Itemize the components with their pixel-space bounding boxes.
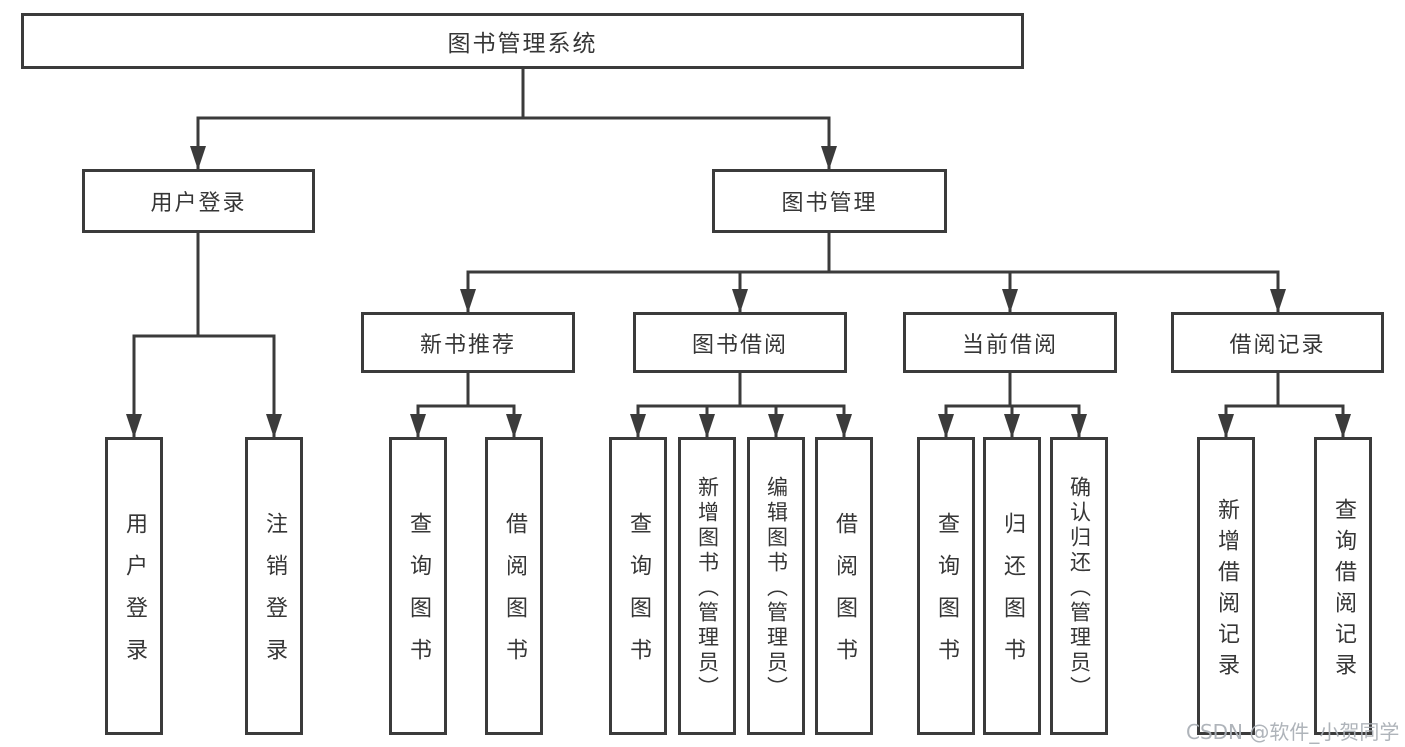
node-user-login: 用户登录 <box>82 169 315 233</box>
leaf-label: 查询图书 <box>934 512 959 680</box>
leaf-label: 借阅图书 <box>832 512 857 680</box>
leaf-recommend-borrow-books: 借阅图书 <box>485 437 543 735</box>
leaf-borrowing-add-books-admin: 新增图书（管理员） <box>678 437 736 735</box>
leaf-current-confirm-return-admin: 确认归还（管理员） <box>1050 437 1108 735</box>
leaf-label: 查询图书 <box>406 512 431 680</box>
leaf-label: 新增借阅记录 <box>1214 497 1239 684</box>
node-library-system: 图书管理系统 <box>21 13 1024 69</box>
node-new-book-recommendation: 新书推荐 <box>361 312 575 373</box>
leaf-label: 注销登录 <box>262 512 287 680</box>
leaf-label: 确认归还（管理员） <box>1067 475 1092 701</box>
leaf-current-query-books: 查询图书 <box>917 437 975 735</box>
leaf-label: 查询图书 <box>626 512 651 680</box>
node-label: 图书借阅 <box>691 332 788 358</box>
leaf-logout: 注销登录 <box>245 437 303 735</box>
leaf-label: 编辑图书（管理员） <box>764 475 789 701</box>
node-book-management: 图书管理 <box>712 169 947 233</box>
leaf-label: 借阅图书 <box>502 512 527 680</box>
leaf-records-query-record: 查询借阅记录 <box>1314 437 1372 735</box>
leaf-records-add-record: 新增借阅记录 <box>1197 437 1255 735</box>
connector-new-book-children <box>410 371 522 439</box>
node-label: 图书管理系统 <box>447 31 598 57</box>
connector-book-borrowing-children <box>630 371 852 439</box>
connector-current-borrowing-children <box>938 371 1087 439</box>
leaf-current-return-books: 归还图书 <box>983 437 1041 735</box>
watermark: CSDN @软件_小贺同学 <box>1186 720 1400 744</box>
connector-borrowing-records-children <box>1218 371 1351 439</box>
node-label: 新书推荐 <box>419 332 516 358</box>
leaf-borrowing-query-books: 查询图书 <box>609 437 667 735</box>
connector-book-management-children <box>460 231 1286 314</box>
node-borrowing-records: 借阅记录 <box>1171 312 1384 373</box>
leaf-borrowing-edit-books-admin: 编辑图书（管理员） <box>747 437 805 735</box>
leaf-label: 归还图书 <box>1000 512 1025 680</box>
node-book-borrowing: 图书借阅 <box>633 312 847 373</box>
node-label: 借阅记录 <box>1229 332 1326 358</box>
connector-user-login-children <box>126 231 282 439</box>
leaf-borrowing-borrow-books: 借阅图书 <box>815 437 873 735</box>
leaf-label: 查询借阅记录 <box>1331 497 1356 684</box>
leaf-recommend-query-books: 查询图书 <box>389 437 447 735</box>
node-label: 图书管理 <box>781 191 878 216</box>
node-current-borrowing: 当前借阅 <box>903 312 1117 373</box>
leaf-label: 用户登录 <box>122 512 147 680</box>
node-label: 用户登录 <box>150 191 247 216</box>
node-label: 当前借阅 <box>961 332 1058 358</box>
leaf-label: 新增图书（管理员） <box>695 475 720 701</box>
leaf-user-login: 用户登录 <box>105 437 163 735</box>
connector-root-to-level2 <box>190 67 837 171</box>
